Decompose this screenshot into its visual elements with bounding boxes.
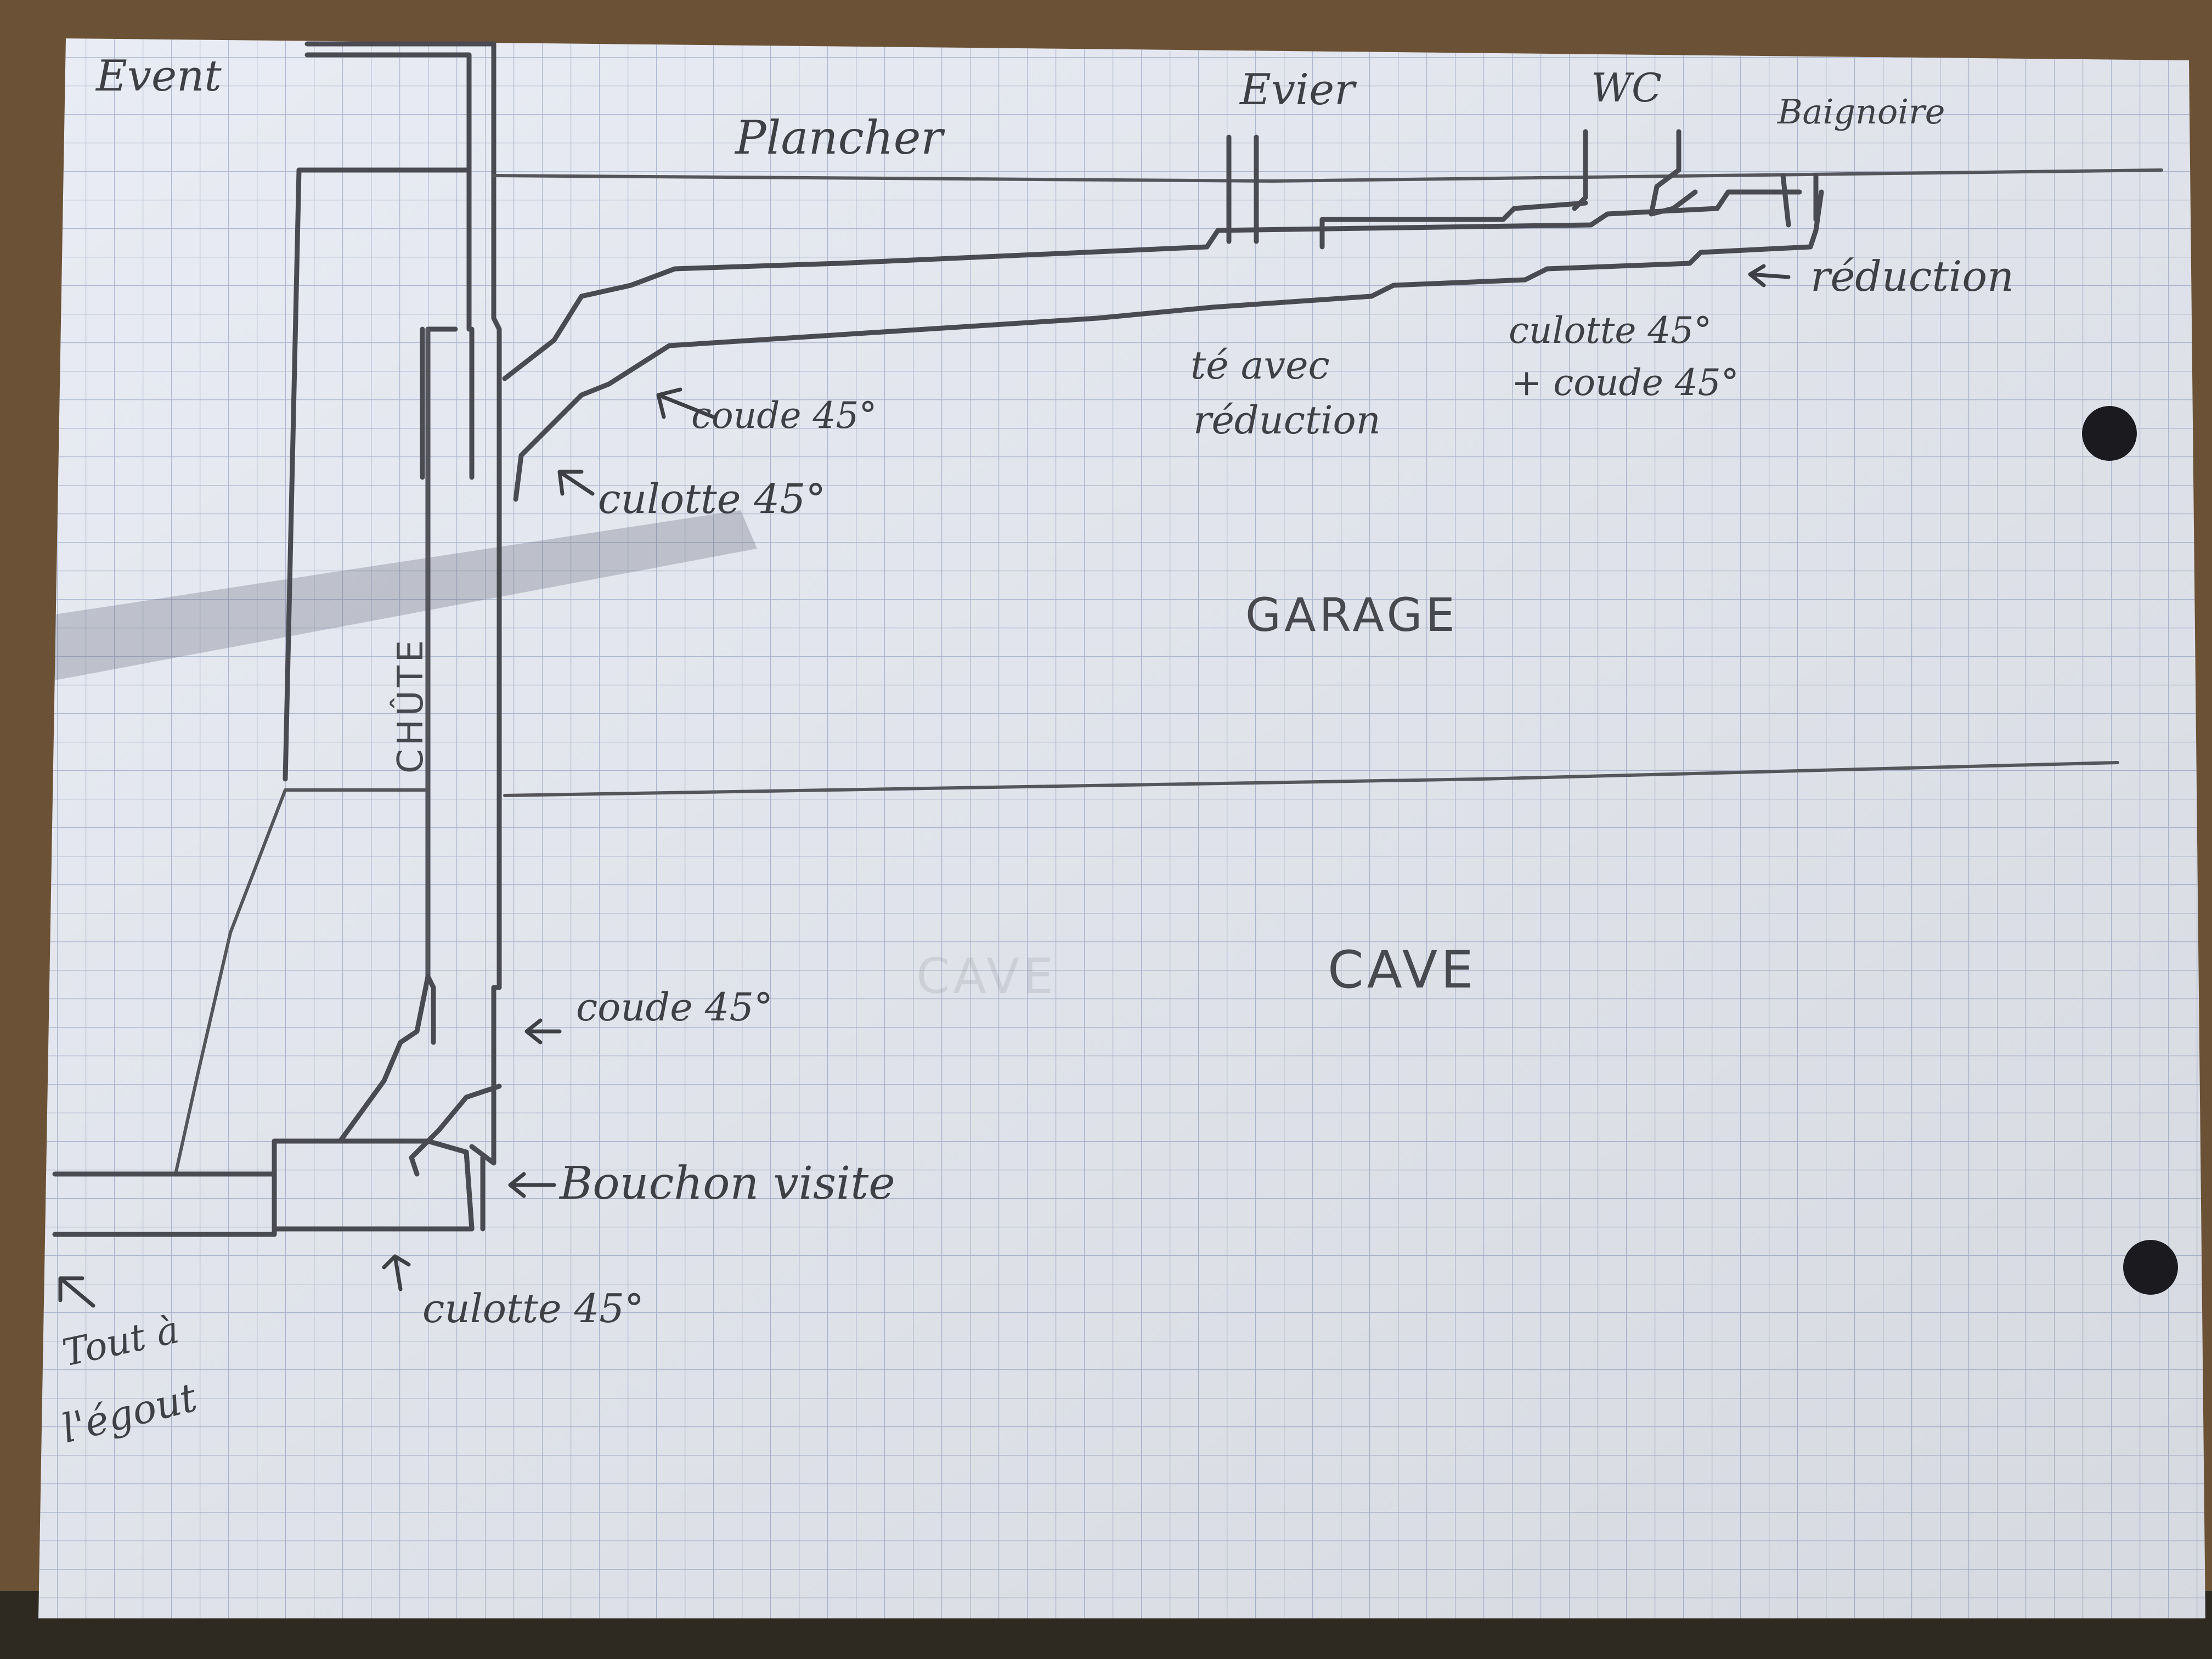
- cave-label: CAVE: [1328, 940, 1477, 1000]
- annotation-arrows: [58, 264, 1791, 1308]
- culotte45-bottom-label: culotte 45°: [422, 1285, 644, 1331]
- horizontal-drain: [502, 129, 1824, 502]
- wc-label: WC: [1591, 65, 1662, 111]
- chute-pipe: [304, 41, 502, 1166]
- culotte45-top-label: culotte 45°: [598, 476, 826, 523]
- garage-cave-separator: [503, 761, 2119, 797]
- graph-paper: [38, 38, 2205, 1618]
- coude45-top-label: coude 45°: [691, 394, 877, 437]
- plancher-label: Plancher: [734, 111, 945, 165]
- baignoire-label: Baignoire: [1777, 92, 1945, 132]
- event-label: Event: [95, 52, 222, 101]
- evier-label: Evier: [1239, 65, 1357, 115]
- bottom-drain: [52, 974, 502, 1237]
- bouchon-label: Bouchon visite: [558, 1158, 895, 1210]
- cave-faint-label: CAVE: [916, 948, 1057, 1005]
- chute-label: CHÛTE: [390, 637, 431, 774]
- culotte-coude-label-1: culotte 45°: [1509, 309, 1712, 352]
- plancher-line: [492, 168, 2163, 183]
- reduction-label: réduction: [1810, 252, 2014, 301]
- punch-hole-top: [2082, 406, 2137, 461]
- te-avec-label: té avec: [1190, 343, 1330, 388]
- punch-hole-bottom: [2123, 1240, 2178, 1295]
- coude45-bottom-label: coude 45°: [576, 985, 773, 1030]
- te-reduction-label: réduction: [1193, 398, 1381, 443]
- left-enclosure: [174, 167, 472, 1176]
- culotte-coude-label-2: + coude 45°: [1511, 362, 1739, 404]
- garage-label: GARAGE: [1245, 588, 1458, 642]
